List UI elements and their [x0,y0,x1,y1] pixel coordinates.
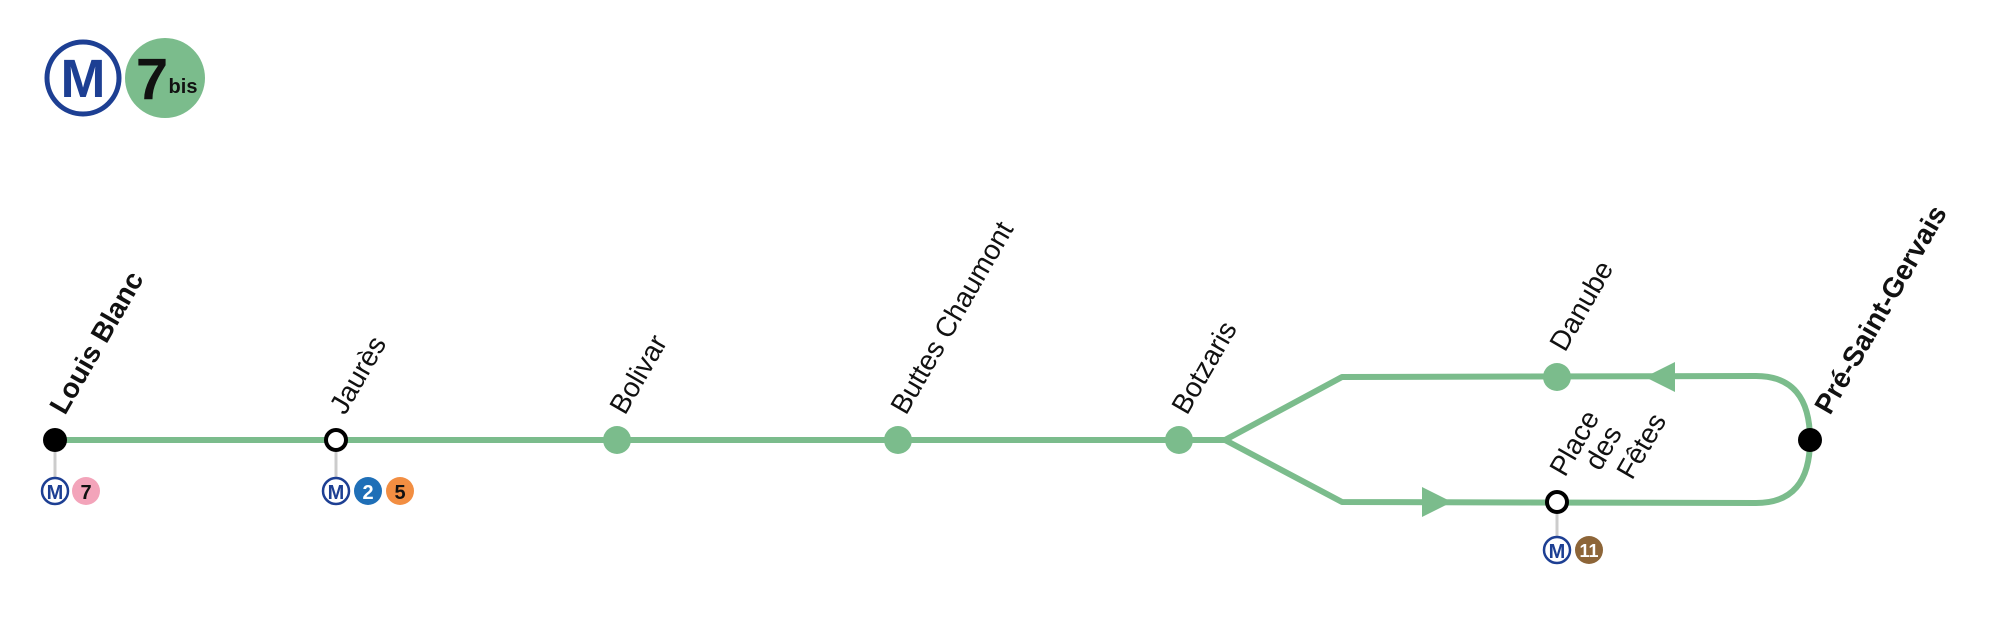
metro-logo-letter: M [61,49,106,109]
metro-symbol-icon [40,476,70,506]
correspondence-jaures: M 2 5 [321,452,414,506]
metro-symbol-letter: M [328,482,345,504]
station-dot [1165,426,1193,454]
metro-symbol-letter: M [47,482,64,504]
station-place-des-fetes[interactable]: Place des Fêtes [1543,405,1672,514]
station-label: Danube [1543,256,1619,356]
track-lower-branch [1222,437,1813,506]
station-label: Pré-Saint-Gervais [1808,200,1952,419]
line-badge-suffix: bis [169,76,198,98]
line-5-badge[interactable] [386,477,414,505]
station-jaures[interactable]: Jaurès [323,331,392,452]
station-dot [603,426,631,454]
station-dot [1798,428,1822,452]
direction-arrow-upper [1645,362,1675,392]
line-7-badge[interactable] [72,477,100,505]
station-dot [1543,363,1571,391]
track-upper-branch [1222,373,1813,443]
station-dot [884,426,912,454]
station-dot [43,428,67,452]
line-badge-circle [125,38,205,118]
station-label: Bolivar [603,329,673,419]
station-botzaris[interactable]: Botzaris [1165,316,1243,454]
station-dot [1545,490,1569,514]
line-5-badge-label: 5 [394,482,405,504]
station-pre-saint-gervais[interactable]: Pré-Saint-Gervais [1798,200,1953,452]
correspondence-louis-blanc: M 7 [40,452,100,506]
metro-logo: M [44,39,122,117]
metro-logo-ring [44,39,122,117]
station-danube[interactable]: Danube [1543,256,1619,391]
line-2-badge-label: 2 [362,482,373,504]
metro-symbol-icon [321,476,351,506]
station-label: Louis Blanc [43,266,149,419]
line-7-badge-label: 7 [80,482,91,504]
metro-symbol-icon [1542,535,1572,565]
station-label: Buttes Chaumont [884,216,1019,419]
station-buttes-chaumont[interactable]: Buttes Chaumont [884,216,1019,454]
line-badge: 7 bis [125,38,205,118]
station-dot [324,428,348,452]
line-11-badge-label: 11 [1579,541,1598,561]
line-2-badge[interactable] [354,477,382,505]
metro-symbol-letter: M [1549,541,1566,563]
line-badge-number: 7 [136,47,168,112]
station-bolivar[interactable]: Bolivar [603,329,673,454]
line-11-badge[interactable] [1575,536,1603,564]
track [52,373,1813,506]
station-label: Botzaris [1165,316,1242,419]
station-label: Jaurès [323,331,392,419]
direction-arrow-lower [1422,487,1452,517]
station-louis-blanc[interactable]: Louis Blanc [43,266,150,452]
correspondence-place-des-fetes: M 11 [1542,514,1603,565]
